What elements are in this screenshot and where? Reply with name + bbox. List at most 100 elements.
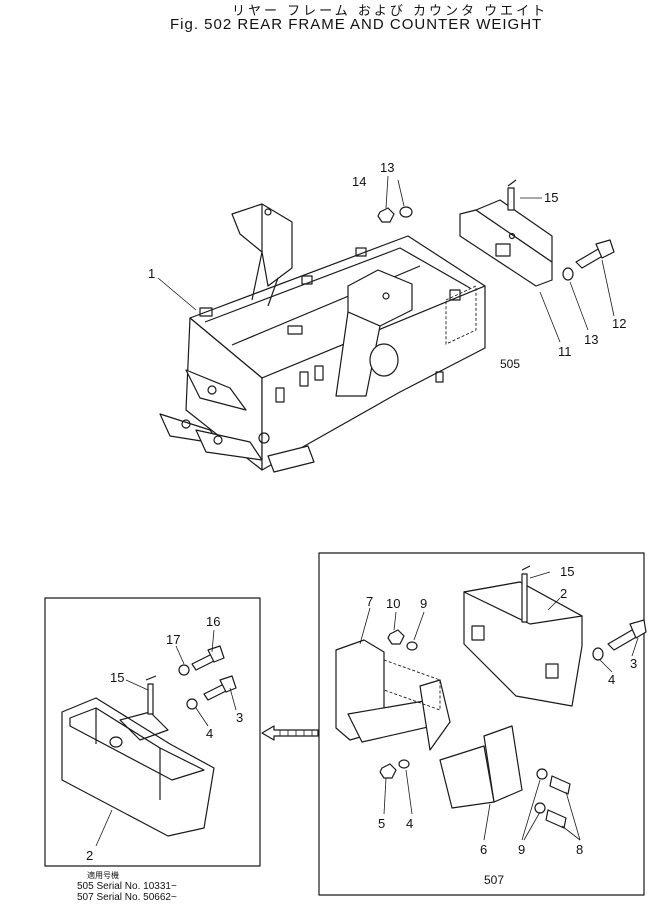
callout-1: 1 xyxy=(148,266,155,281)
spacer-plate-front xyxy=(439,745,495,809)
callout-8: 8 xyxy=(576,842,583,857)
callout-3: 3 xyxy=(630,656,637,671)
panel-507-parts xyxy=(335,565,647,829)
frame-foot xyxy=(267,445,315,473)
callout-4-right: 4 xyxy=(608,672,615,687)
nut xyxy=(377,207,395,223)
frame-window xyxy=(314,365,324,381)
panel-507-leader-lines xyxy=(359,571,639,841)
counterweight-slot xyxy=(545,663,559,679)
bolt-head xyxy=(595,239,615,259)
washer xyxy=(536,768,548,780)
panel-alt-leader-lines xyxy=(95,629,237,847)
deck-tab xyxy=(355,247,367,257)
hinge-lug xyxy=(195,429,263,461)
counterweight-slot xyxy=(471,625,485,641)
washer xyxy=(562,267,574,281)
washer xyxy=(592,647,604,661)
serial-label-507: 507 xyxy=(484,873,504,887)
callout-15-panel: 15 xyxy=(560,564,574,579)
washer xyxy=(398,759,410,769)
nut xyxy=(379,763,397,779)
frame-window xyxy=(435,371,444,383)
deck-tab xyxy=(199,307,213,317)
callout-4-alt: 4 xyxy=(206,726,213,741)
lifting-pin-handle xyxy=(507,179,517,187)
lifting-pin-handle xyxy=(145,675,157,681)
serial-applicability-notes: 適用号機 505 Serial No. 10331~ 507 Serial No… xyxy=(77,870,237,903)
lifting-pin xyxy=(507,187,515,211)
counterweight-hole xyxy=(109,736,123,748)
frame-inner-rail xyxy=(204,247,471,323)
hinge-pin-hole xyxy=(207,385,217,395)
callout-2: 2 xyxy=(560,586,567,601)
frame-window xyxy=(275,387,285,403)
lifting-pin xyxy=(147,683,154,715)
deck-tab xyxy=(287,325,303,335)
callout-6: 6 xyxy=(480,842,487,857)
serial-note-505: 505 Serial No. 10331~ xyxy=(77,881,177,892)
callout-15-alt: 15 xyxy=(110,670,124,685)
bracket-side xyxy=(419,679,451,751)
hinge-pin-hole xyxy=(181,419,191,429)
serial-notes-heading: 適用号機 xyxy=(87,871,119,880)
callout-17-alt: 17 xyxy=(166,632,180,647)
serial-note-507: 507 Serial No. 50662~ xyxy=(77,892,177,903)
callout-10: 10 xyxy=(386,596,400,611)
deck-tab xyxy=(449,289,461,301)
counterweight-hole xyxy=(508,232,516,240)
deck-tab xyxy=(301,275,313,285)
bolt-head xyxy=(629,619,647,639)
counterweight-top xyxy=(475,199,553,263)
bracket-hole xyxy=(264,208,272,216)
callout-2-alt: 2 xyxy=(86,848,93,863)
washer xyxy=(178,664,190,676)
figure-title: Fig. 502 REAR FRAME AND COUNTER WEIGHT xyxy=(170,16,543,33)
washer xyxy=(186,698,198,710)
callout-3-alt: 3 xyxy=(236,710,243,725)
counterweight-top-pad xyxy=(119,711,169,741)
frame-window xyxy=(299,371,309,387)
serial-label-505: 505 xyxy=(500,357,520,371)
callout-4-lower: 4 xyxy=(406,816,413,831)
callout-9-top: 9 xyxy=(420,596,427,611)
callout-15: 15 xyxy=(544,190,558,205)
callout-13-right: 13 xyxy=(584,332,598,347)
callout-14: 14 xyxy=(352,174,366,189)
frame-round-opening xyxy=(369,343,399,377)
lifting-pin xyxy=(521,573,528,623)
frame-right-wall xyxy=(261,285,486,471)
washer xyxy=(406,641,418,651)
figure-title-japanese: リヤー フレーム および カウンタ ウエイト xyxy=(232,4,549,19)
callout-16-alt: 16 xyxy=(206,614,220,629)
callout-11: 11 xyxy=(558,344,572,359)
bolt-head xyxy=(219,675,237,693)
reference-arrow xyxy=(261,725,319,741)
callout-5: 5 xyxy=(378,816,385,831)
lifting-pin-handle xyxy=(521,565,531,571)
nut xyxy=(387,629,405,645)
main-leader-lines xyxy=(157,175,615,343)
callout-12: 12 xyxy=(612,316,626,331)
tower-hole xyxy=(382,292,390,300)
rear-frame-assembly xyxy=(159,203,486,473)
counterweight-main xyxy=(377,179,615,287)
hinge-pin-hole xyxy=(258,432,270,444)
callout-13-top: 13 xyxy=(380,160,394,175)
bolt xyxy=(545,809,567,829)
panel-507-frame xyxy=(318,552,645,896)
hinge-pin-hole xyxy=(213,435,223,445)
panel-alt-frame xyxy=(44,597,261,867)
counterweight-slot xyxy=(495,243,511,257)
washer xyxy=(534,802,546,814)
washer xyxy=(399,206,413,218)
counterweight-u-block xyxy=(61,697,215,837)
center-tower-post xyxy=(335,311,381,397)
callout-9-lower: 9 xyxy=(518,842,525,857)
bracket-leg xyxy=(251,251,263,301)
arrow-icon xyxy=(261,725,319,741)
callout-7: 7 xyxy=(366,594,373,609)
panel-alt-parts xyxy=(61,645,237,837)
